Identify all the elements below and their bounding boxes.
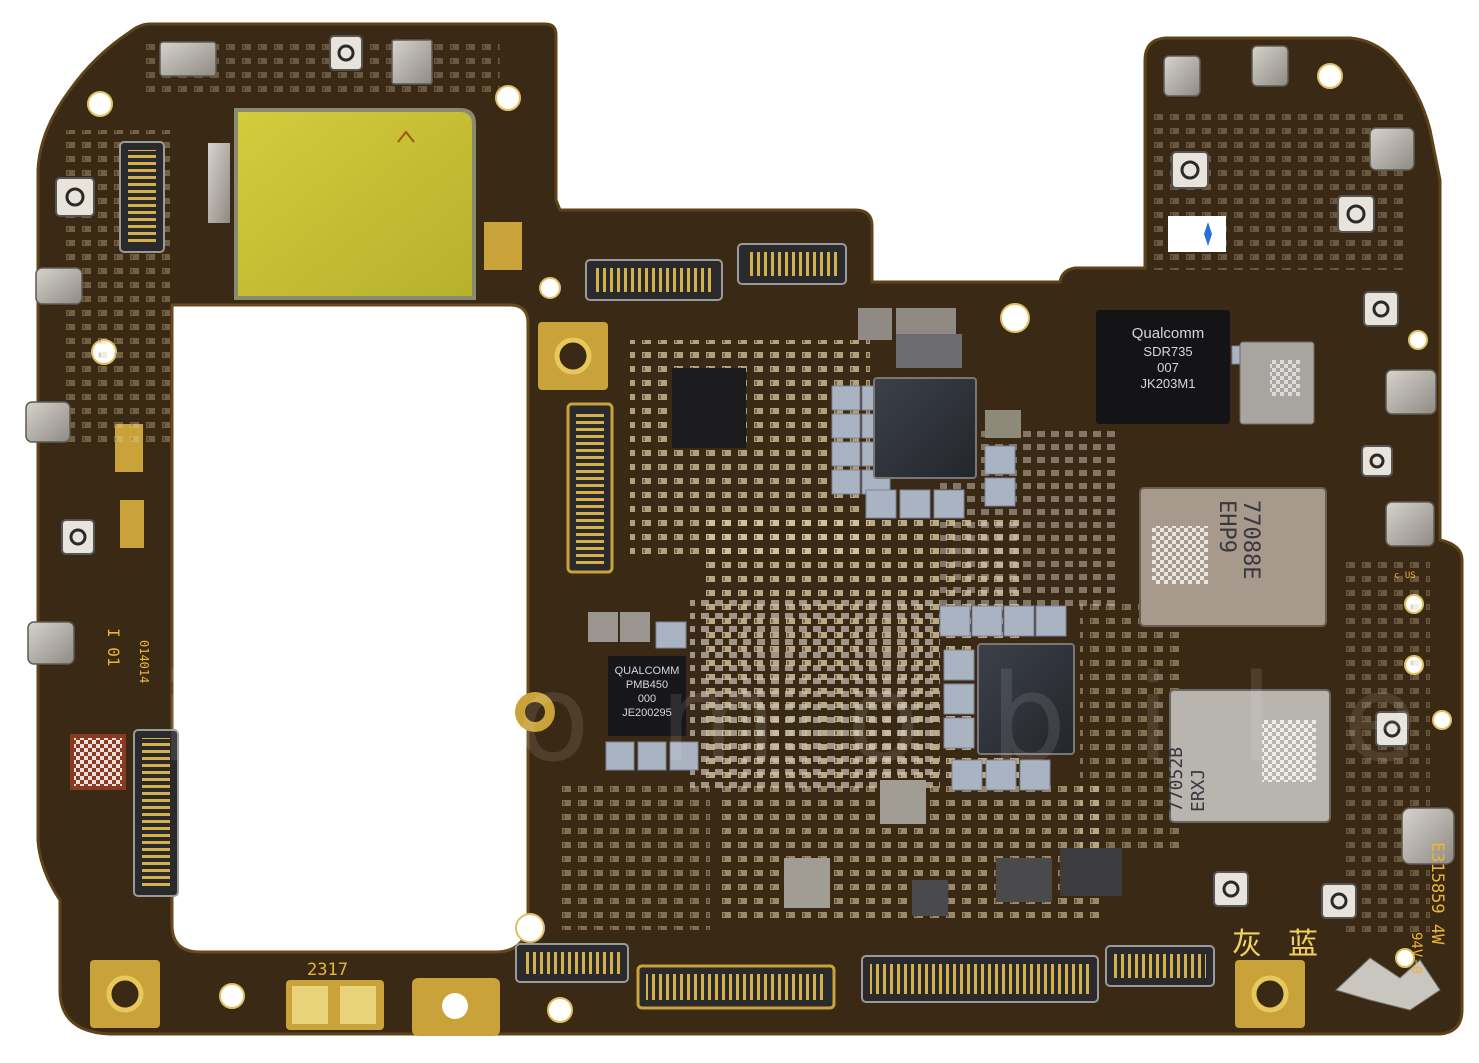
power-ics bbox=[873, 377, 1075, 755]
silk-label-014014: 014014 bbox=[137, 640, 151, 683]
pmic-line4: JE200295 bbox=[622, 707, 672, 719]
transceiver-line1: Qualcomm bbox=[1132, 325, 1205, 342]
pcb-cutout bbox=[170, 303, 530, 954]
bottom-clips bbox=[286, 957, 1441, 1030]
silk-ul-mark: c US bbox=[1394, 571, 1416, 581]
watermark: ictomobile bbox=[160, 650, 1479, 789]
pmic-line2: PMB450 bbox=[626, 679, 668, 691]
transceiver-line4: JK203M1 bbox=[1141, 376, 1196, 391]
rf-module-top: 77088E EHP9 bbox=[1139, 487, 1327, 627]
transceiver-line2: SDR735 bbox=[1143, 344, 1192, 359]
rf-module-small bbox=[1239, 341, 1315, 425]
chip-small-top bbox=[672, 368, 746, 448]
pmic-chip: QUALCOMM PMB450 000 JE200295 bbox=[608, 656, 686, 736]
pmic-line1: QUALCOMM bbox=[615, 665, 680, 677]
silk-cjk-right: 蓝 bbox=[1288, 927, 1318, 962]
gold-screw-pads bbox=[90, 222, 1305, 1036]
silk-cjk-left: 灰 bbox=[1232, 927, 1262, 962]
component-field bbox=[60, 40, 1430, 940]
data-matrix-code bbox=[70, 734, 126, 790]
transceiver-line3: 007 bbox=[1157, 360, 1179, 375]
antenna-clips bbox=[25, 39, 1455, 865]
transceiver-chip: Qualcomm SDR735 007 JK203M1 bbox=[1096, 310, 1230, 424]
power-inductors bbox=[588, 308, 1122, 916]
silk-label-2317: 2317 bbox=[307, 960, 348, 980]
module-bottom-line2: ERXJ bbox=[1188, 769, 1209, 812]
module-bottom-line1: 77052B bbox=[1166, 747, 1187, 812]
calibration-label bbox=[1168, 216, 1226, 252]
module-top-line1: 77088E bbox=[1238, 500, 1263, 579]
silk-label-94v: 94V-0 bbox=[1408, 932, 1424, 974]
rf-shield-can bbox=[208, 108, 476, 300]
silk-label-101: I 01 bbox=[104, 628, 123, 667]
pmic-line3: 000 bbox=[638, 693, 656, 705]
board-connectors bbox=[119, 141, 1215, 1010]
rf-module-bottom: 77052B ERXJ bbox=[1166, 689, 1331, 823]
coax-connectors bbox=[55, 35, 1409, 919]
silk-label-code-right: E315859 4W bbox=[1427, 842, 1447, 945]
module-top-line2: EHP9 bbox=[1214, 500, 1239, 553]
